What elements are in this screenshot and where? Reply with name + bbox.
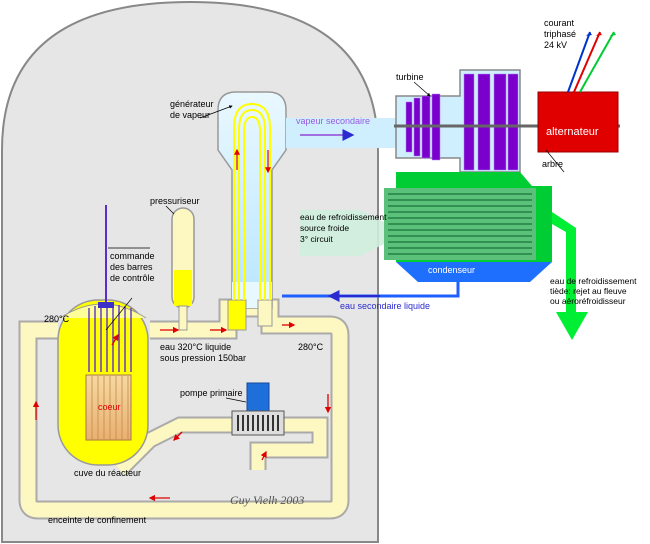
- primary-pump-motor: [246, 382, 270, 412]
- label-arbre: arbre: [542, 159, 563, 169]
- label-pressuriseur: pressuriseur: [150, 196, 200, 206]
- label-temp-right: 280°C: [298, 342, 324, 352]
- label-enceinte: enceinte de confinement: [48, 515, 147, 525]
- label-de-controle: de contrôle: [110, 273, 155, 283]
- u-tubes: [233, 102, 271, 300]
- label-de-vapeur: de vapeur: [170, 110, 210, 120]
- cooling-water-outlet: [552, 212, 588, 340]
- label-turbine: turbine: [396, 72, 424, 82]
- label-eau-refroid-rejet-2: tiède: rejet au fleuve: [550, 286, 627, 296]
- label-coeur: coeur: [98, 402, 121, 412]
- label-pompe-primaire: pompe primaire: [180, 388, 243, 398]
- label-courant: courant: [544, 18, 575, 28]
- label-triphase: triphasé: [544, 29, 576, 39]
- power-output-lines: [567, 31, 615, 93]
- label-condenseur: condenseur: [428, 265, 475, 275]
- label-vapeur-secondaire: vapeur secondaire: [296, 116, 370, 126]
- control-rods: [88, 304, 132, 372]
- label-des-barres: des barres: [110, 262, 153, 272]
- label-signature: Guy Vielh 2003: [230, 493, 304, 507]
- label-eau-refroid-rejet-3: ou aéroréfroidisseur: [550, 296, 626, 306]
- reactor-core: [85, 374, 132, 441]
- label-cuve: cuve du réacteur: [74, 468, 141, 478]
- label-eau-refroid-1: eau de refroidissement: [300, 212, 387, 222]
- label-eau-refroid-rejet-1: eau de refroidissement: [550, 276, 637, 286]
- label-alternateur: alternateur: [546, 126, 599, 138]
- condenser-hotwell: [396, 262, 552, 282]
- label-generateur: générateur: [170, 99, 214, 109]
- label-temp-left: 280°C: [44, 314, 70, 324]
- label-3e-circuit: 3° circuit: [300, 234, 333, 244]
- label-24kv: 24 kV: [544, 40, 567, 50]
- alternator: [537, 91, 619, 153]
- label-source-froide: source froide: [300, 223, 349, 233]
- label-eau-secondaire-liquide: eau secondaire liquide: [340, 301, 430, 311]
- cooling-water-inlet: [300, 210, 384, 256]
- label-eau-320: eau 320°C liquide: [160, 342, 231, 352]
- label-pression: sous pression 150bar: [160, 353, 246, 363]
- label-commande: commande: [110, 251, 155, 261]
